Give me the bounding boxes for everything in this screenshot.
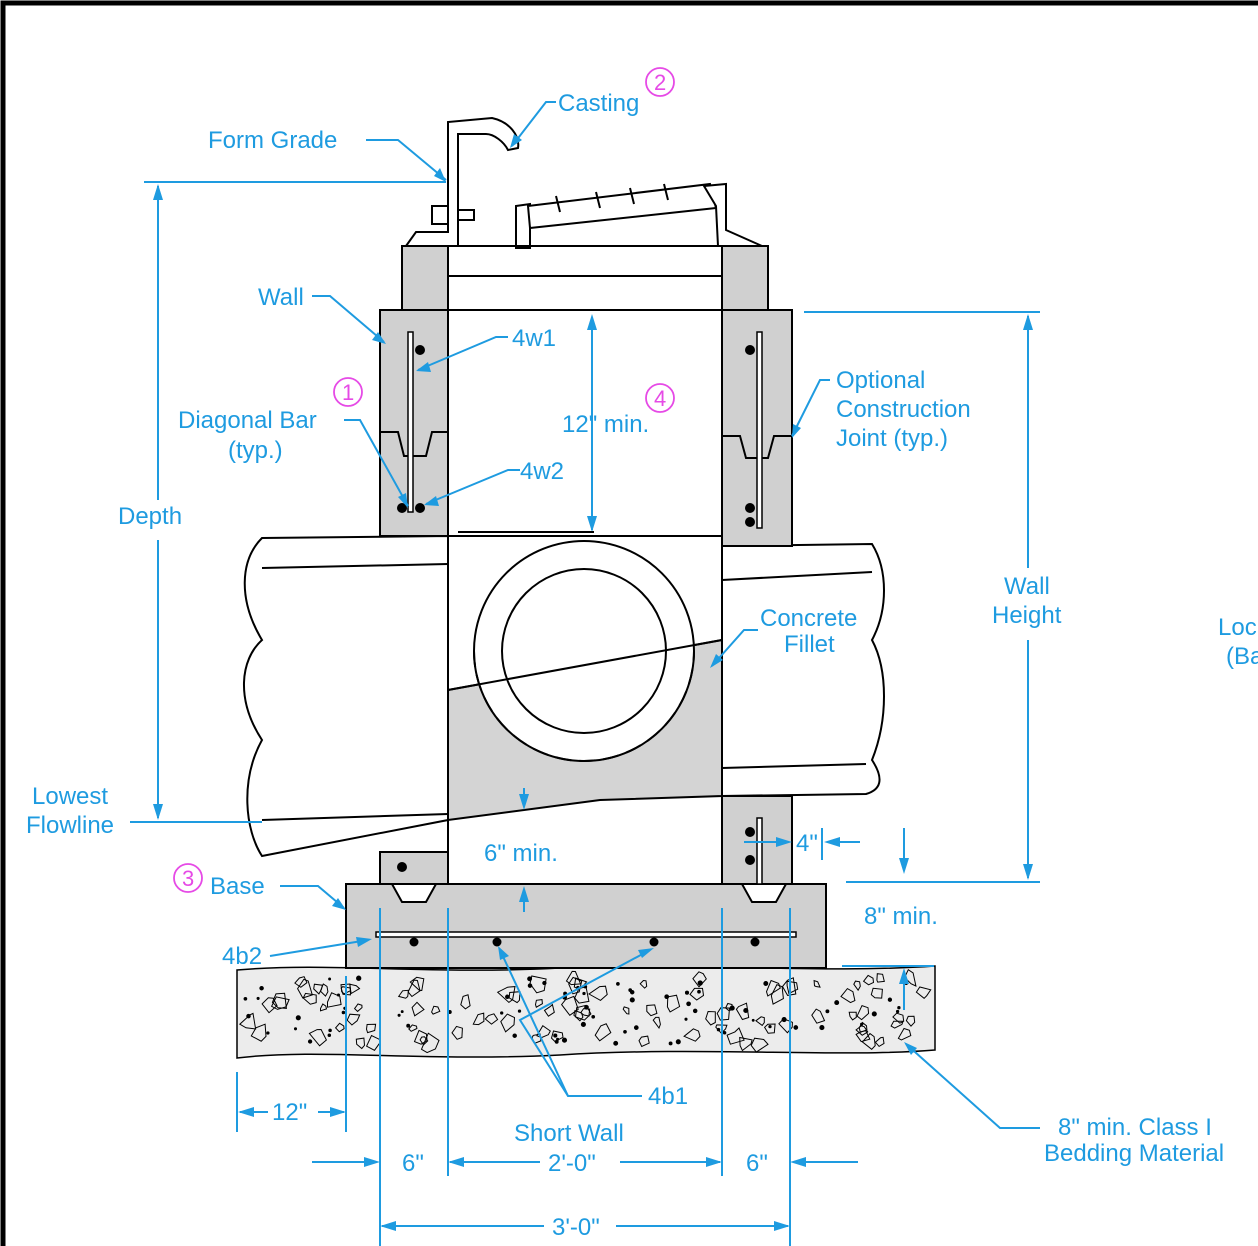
riser-opening — [447, 245, 723, 311]
label-4b2: 4b2 — [222, 943, 262, 970]
rebar-dot — [415, 503, 425, 513]
label-4w1: 4w1 — [512, 325, 556, 352]
label-6-right: 6" — [746, 1150, 768, 1177]
label-12-in: 12" — [272, 1099, 307, 1126]
rebar-dot — [649, 937, 659, 947]
label-form-grade: Form Grade — [208, 127, 337, 154]
callout-3-number: 3 — [182, 866, 194, 891]
left-inlet-pipe — [243, 534, 449, 858]
label-concrete: Concrete — [760, 605, 857, 632]
callout-1-number: 1 — [342, 380, 354, 405]
label-wall-height-1: Wall — [1004, 573, 1050, 600]
base-bar-4b2 — [375, 931, 797, 938]
callout-2-number: 2 — [654, 70, 666, 95]
label-diagonal-bar-typ: (typ.) — [228, 437, 283, 464]
label-3-ft: 3'-0" — [552, 1214, 600, 1241]
label-joint-typ: Joint (typ.) — [836, 425, 948, 452]
callout-1: 1 — [333, 377, 363, 407]
label-diagonal-bar: Diagonal Bar — [178, 407, 317, 434]
right-inlet-pipe — [721, 542, 885, 798]
right-riser — [721, 245, 769, 311]
label-8-min: 8" min. — [864, 903, 938, 930]
label-fillet: Fillet — [784, 631, 835, 658]
base-slab — [345, 883, 827, 969]
label-ba: (Ba — [1226, 643, 1258, 670]
left-riser — [401, 245, 449, 311]
label-lowest: Lowest — [32, 783, 108, 810]
right-wall-bar — [756, 331, 763, 529]
callout-4-number: 4 — [654, 386, 666, 411]
rebar-dot — [745, 827, 755, 837]
rebar-dot — [745, 855, 755, 865]
rebar-dot — [745, 503, 755, 513]
casting — [404, 116, 768, 249]
label-optional: Optional — [836, 367, 925, 394]
left-lower-wall — [379, 851, 449, 885]
label-construction: Construction — [836, 396, 971, 423]
rebar-dot — [745, 345, 755, 355]
label-2-ft: 2'-0" — [548, 1150, 596, 1177]
callout-2: 2 — [645, 67, 675, 97]
label-flowline: Flowline — [26, 812, 114, 839]
label-4-in: 4" — [796, 830, 818, 857]
label-6-min: 6" min. — [484, 840, 558, 867]
label-12-min: 12" min. — [562, 411, 649, 438]
label-short-wall: Short Wall — [514, 1120, 624, 1147]
left-wall-bar — [407, 331, 414, 513]
rebar-dot — [492, 937, 502, 947]
label-casting: Casting — [558, 90, 639, 117]
rebar-dot — [415, 345, 425, 355]
label-4w2: 4w2 — [520, 458, 564, 485]
label-base: Base — [210, 873, 265, 900]
label-bedding-1: 8" min. Class I — [1058, 1114, 1212, 1141]
callout-4: 4 — [645, 383, 675, 413]
rebar-dot — [745, 517, 755, 527]
label-wall-height-2: Height — [992, 602, 1062, 629]
outlet-pipe-inner — [501, 568, 667, 734]
label-loc: Loc — [1218, 614, 1257, 641]
label-depth: Depth — [118, 503, 182, 530]
bedding-material — [236, 965, 936, 1059]
rebar-dot — [409, 937, 419, 947]
rebar-dot — [750, 937, 760, 947]
label-wall: Wall — [258, 284, 304, 311]
label-4b1: 4b1 — [648, 1083, 688, 1110]
label-6-left: 6" — [402, 1150, 424, 1177]
right-lower-bar — [756, 817, 763, 885]
label-bedding-2: Bedding Material — [1044, 1140, 1224, 1167]
rebar-dot — [397, 862, 407, 872]
callout-3: 3 — [173, 863, 203, 893]
rebar-dot — [397, 503, 407, 513]
